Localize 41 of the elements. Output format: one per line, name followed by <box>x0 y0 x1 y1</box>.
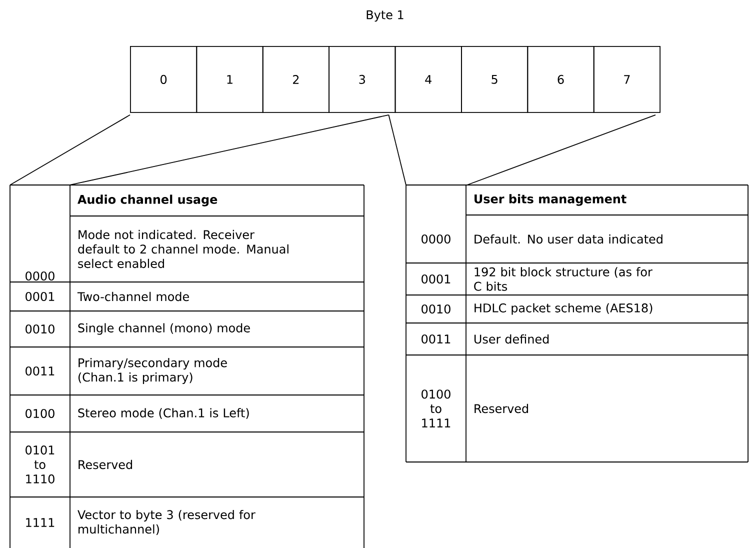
bit-cell: 3 <box>328 46 396 113</box>
bit-code: 0001 <box>422 274 450 284</box>
bit-cell: 4 <box>394 46 462 113</box>
bit-cell: 1 <box>196 46 264 113</box>
description-text: User defined <box>474 334 549 344</box>
bit-code: 0100 to 1111 <box>422 390 450 428</box>
description-text: Stereo mode (Chan.1 is Left) <box>78 408 249 419</box>
bit-cell: 7 <box>593 46 660 113</box>
bit-code: 0000 <box>422 234 450 244</box>
code-table <box>10 184 364 548</box>
leader-line <box>388 114 406 186</box>
bit-code: 0101 to 1110 <box>26 446 54 484</box>
bit-code: 0010 <box>422 304 450 314</box>
bit-cell: 0 <box>130 46 198 113</box>
bit-cell: 2 <box>262 46 330 113</box>
leader-line <box>10 114 130 186</box>
bit-cell: 6 <box>527 46 594 113</box>
table-header: Audio channel usage <box>78 194 218 206</box>
description-text: HDLC packet scheme (AES18) <box>474 303 652 315</box>
description-text: Vector to byte 3 (reserved for multichannel) <box>78 510 256 536</box>
byte-title: Byte 1 <box>366 10 404 22</box>
bit-code: 0011 <box>422 334 450 344</box>
description-text: 192 bit block structure (as for C bits <box>474 267 652 291</box>
bit-code: 0011 <box>26 366 54 376</box>
description-text: Two-channel mode <box>77 292 189 302</box>
code-table <box>406 184 748 462</box>
bit-code: 0010 <box>26 324 54 334</box>
bit-code: 0000 <box>26 272 54 281</box>
description-text: Mode not indicated. Receiver default to 2 channel mode. Manual select enabled <box>78 230 288 268</box>
bit-code: 1111 <box>26 518 54 527</box>
bit-code: 0001 <box>26 292 54 302</box>
table-header: User bits management <box>474 194 626 206</box>
description-text: Single channel (mono) mode <box>78 323 250 335</box>
description-text: Primary/secondary mode (Chan.1 is primary) <box>78 358 227 384</box>
bit-cell: 5 <box>461 46 528 113</box>
description-text: Default. No user data indicated <box>474 234 662 244</box>
leader-line <box>70 114 390 186</box>
bit-code: 0100 <box>26 408 54 418</box>
description-text: Reserved <box>78 460 132 470</box>
description-text: Reserved <box>474 404 528 414</box>
leader-line <box>466 114 656 186</box>
